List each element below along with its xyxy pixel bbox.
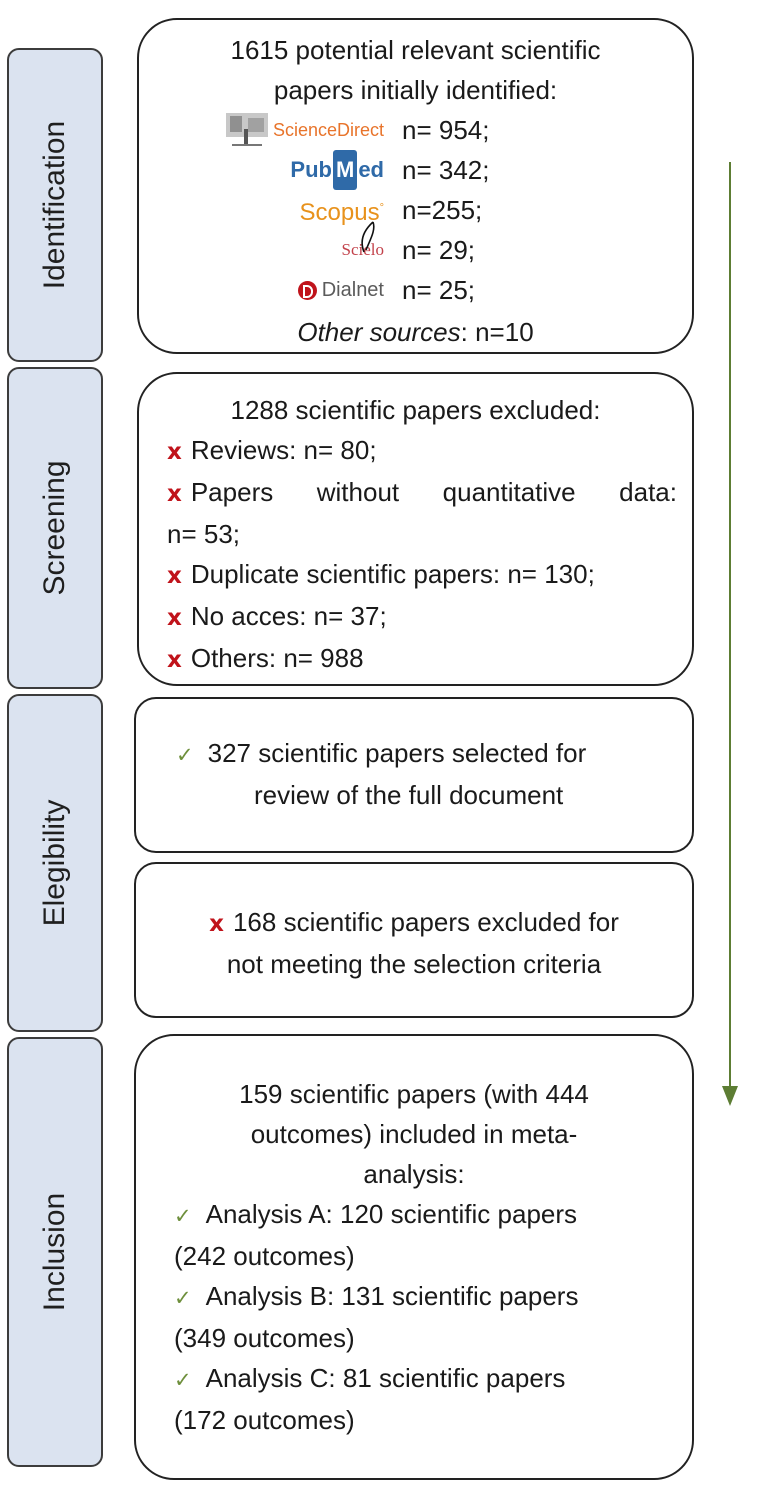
flow-arrow-head	[722, 1086, 738, 1106]
scielo-logo: Scielo	[342, 221, 384, 270]
source-scopus: Scopus° n=255;	[139, 190, 692, 230]
source-scielo: Scielo n= 29;	[139, 221, 692, 270]
dialnet-mark-icon	[297, 280, 317, 300]
identification-box: 1615 potential relevant scientific paper…	[137, 18, 694, 354]
source-dialnet: Dialnet n= 25;	[139, 270, 692, 310]
scopus-count: n=255;	[402, 195, 483, 225]
cross-icon: x	[209, 911, 224, 937]
screening-item-continued: n= 53;	[167, 519, 241, 549]
check-icon: ✓	[174, 1286, 192, 1310]
eligibility-excluded-line2: not meeting the selection criteria	[226, 949, 602, 979]
dialnet-logo: Dialnet	[297, 270, 384, 310]
stage-screening: Screening	[7, 367, 103, 689]
check-icon: ✓	[176, 743, 194, 767]
eligibility-selected-line1: 327 scientific papers selected for	[207, 738, 587, 768]
analysis-item: ✓Analysis B: 131 scientific papers (349 …	[174, 1281, 579, 1353]
cross-icon: x	[167, 605, 182, 631]
cross-icon: x	[167, 647, 182, 673]
check-icon: ✓	[174, 1368, 192, 1392]
eligibility-excluded-box: x 168 scientific papers excluded for not …	[134, 862, 694, 1018]
stage-identification: Identification	[7, 48, 103, 362]
screening-title: 1288 scientific papers excluded:	[230, 395, 601, 425]
cross-icon: x	[167, 563, 182, 589]
eligibility-excluded-line1: 168 scientific papers excluded for	[232, 907, 619, 937]
cross-icon: x	[167, 481, 182, 507]
pubmed-count: n= 342;	[402, 155, 490, 185]
cross-icon: x	[167, 439, 182, 465]
stage-eligibility: Elegibility	[7, 694, 103, 1032]
analysis-item: ✓Analysis C: 81 scientific papers (172 o…	[174, 1363, 566, 1435]
identification-title: 1615 potential relevant scientific paper…	[230, 35, 601, 105]
inclusion-box: 159 scientific papers (with 444 outcomes…	[134, 1034, 694, 1480]
stage-inclusion: Inclusion	[7, 1037, 103, 1467]
sciencedirect-logo: ScienceDirect	[272, 120, 384, 140]
eligibility-selected-line2: review of the full document	[254, 780, 564, 810]
check-icon: ✓	[174, 1204, 192, 1228]
sciencedirect-count: n= 954;	[402, 115, 490, 145]
scielo-count: n= 29;	[402, 235, 476, 265]
scopus-logo: Scopus°	[299, 198, 384, 226]
scielo-swoosh-icon	[360, 221, 375, 253]
elsevier-tree-icon	[225, 113, 268, 146]
dialnet-count: n= 25;	[402, 275, 476, 305]
source-sciencedirect: ScienceDirect n= 954;	[139, 110, 692, 150]
inclusion-summary: 159 scientific papers (with 444 outcomes…	[239, 1079, 589, 1189]
other-sources: Other sources: n=10	[297, 317, 534, 347]
eligibility-selected-box: ✓ 327 scientific papers selected for revi…	[134, 697, 694, 853]
analysis-item: ✓Analysis A: 120 scientific papers (242 …	[174, 1199, 578, 1271]
inclusion-analyses: ✓Analysis A: 120 scientific papers (242 …	[174, 1194, 684, 1440]
